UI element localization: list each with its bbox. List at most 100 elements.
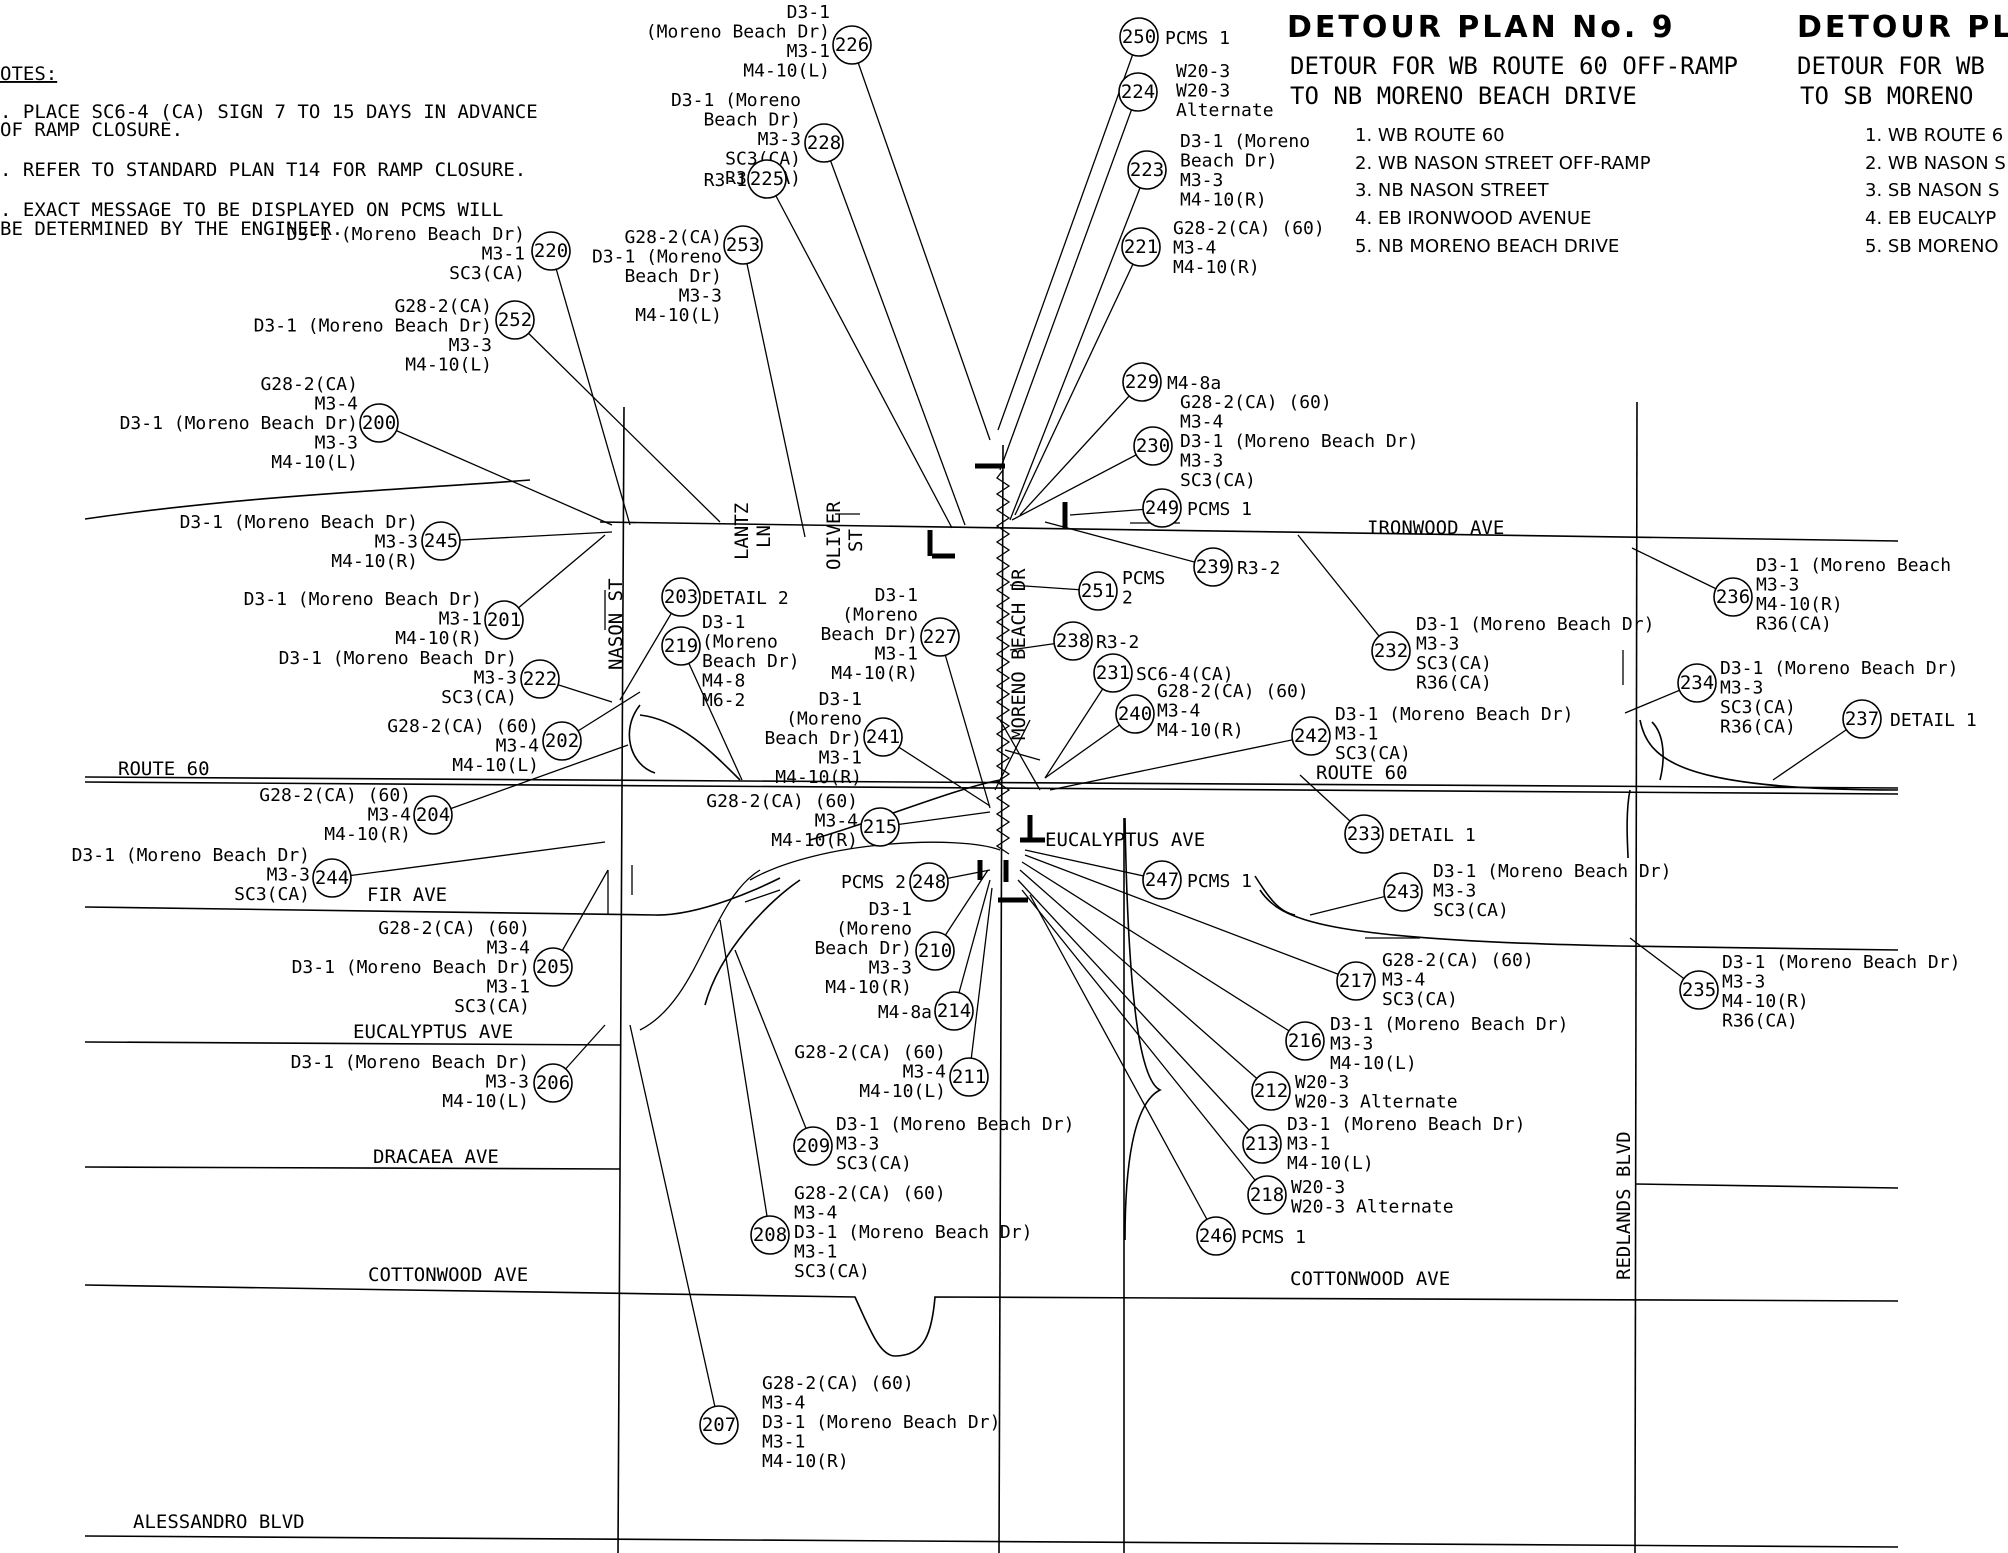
road-segment xyxy=(84,479,531,520)
sign-code: M3-1 xyxy=(875,644,918,665)
leader-line xyxy=(939,636,991,809)
sign-code: D3-1 (Moreno Beach Dr) xyxy=(279,648,517,669)
sign-code: D3-1 (Moreno Beach Dr) xyxy=(254,316,492,337)
callout-number: 248 xyxy=(912,871,946,893)
callout-bubble xyxy=(920,617,960,657)
callout-number: 251 xyxy=(1081,580,1115,602)
sign-code: M4-10(R) xyxy=(771,830,858,851)
callout-bubble xyxy=(661,626,701,666)
callout-number: 236 xyxy=(1716,586,1750,608)
sign-code: M3-3 xyxy=(474,668,517,689)
street-label-ironwood: IRONWOOD AVE xyxy=(1367,517,1504,539)
sign-code: W20-3 xyxy=(1295,1072,1349,1093)
sign-code: M3-3 xyxy=(267,865,310,886)
sign-code: D3-1 (Moreno Beach Dr) xyxy=(1433,861,1671,882)
sign-code: M3-3 xyxy=(1720,678,1763,699)
road-ramp xyxy=(1626,789,1631,859)
callout-number: 216 xyxy=(1288,1030,1322,1052)
sign-code: D3-1 xyxy=(869,899,912,920)
sign-code: M3-4 xyxy=(903,1062,946,1083)
sign-code: M3-4 xyxy=(815,811,858,832)
callout-number: 211 xyxy=(952,1066,986,1088)
sign-code: SC3(CA) xyxy=(1382,989,1458,1010)
callout-bubble xyxy=(1196,1216,1236,1256)
sign-code: SC6-4(CA) xyxy=(1136,664,1234,685)
sign-code: M4-10(R) xyxy=(831,663,918,684)
callout-number: 209 xyxy=(796,1135,830,1157)
street-label-cottonwood-west: COTTONWOOD AVE xyxy=(368,1264,528,1286)
road-redlands xyxy=(1634,401,1638,1553)
sign-code: SC3(CA) xyxy=(725,149,801,170)
sign-code: (Moreno xyxy=(702,632,778,653)
callout-bubble xyxy=(1142,860,1182,900)
callout-bubble xyxy=(1251,1071,1291,1111)
plan-9-subtitle-2: TO NB MORENO BEACH DRIVE xyxy=(1290,82,1637,110)
sign-code: G28-2(CA) (60) xyxy=(259,785,411,806)
callout-bubble xyxy=(1713,577,1753,617)
plan-9-step: 1. WB ROUTE 60 xyxy=(1355,125,1505,146)
callout-number: 219 xyxy=(664,635,698,657)
sign-code: M3-3 xyxy=(836,1134,879,1155)
callout-number: 245 xyxy=(424,530,458,552)
road-route60-south-edge xyxy=(84,781,1899,795)
detour-arrow xyxy=(744,889,781,903)
plan-10-step: 4. EB EUCALYP xyxy=(1865,208,1996,229)
sign-code: W20-3 xyxy=(1176,81,1230,102)
leader-line xyxy=(1024,849,1163,881)
callout-number: 233 xyxy=(1347,823,1381,845)
road-nason xyxy=(617,406,625,1553)
sign-code: M4-10(L) xyxy=(442,1091,529,1112)
callout-bubble xyxy=(1285,1021,1325,1061)
sign-code: M4-10(R) xyxy=(762,1451,849,1472)
sign-code: M3-1 xyxy=(482,244,525,265)
sign-code: (Moreno Beach Dr) xyxy=(646,22,830,43)
sign-code: M3-1 xyxy=(1287,1134,1330,1155)
leader-line xyxy=(999,91,1139,471)
plan-9-step: 5. NB MORENO BEACH DRIVE xyxy=(1355,236,1619,257)
callout-number: 247 xyxy=(1145,869,1179,891)
sign-code: M4-10(R) xyxy=(331,551,418,572)
sign-code: M3-3 xyxy=(1756,575,1799,596)
callout-number: 221 xyxy=(1124,236,1158,258)
callout-bubble xyxy=(1133,426,1173,466)
callout-number: 223 xyxy=(1130,159,1164,181)
sign-code: SC3(CA) xyxy=(1416,653,1492,674)
callout-number: 215 xyxy=(863,816,897,838)
road-redlands-east-stub xyxy=(1634,1183,1899,1189)
callout-number: 241 xyxy=(866,726,900,748)
sign-code: M4-8a xyxy=(878,1002,932,1023)
street-label-oliver-suffix: ST xyxy=(845,529,867,552)
sign-code: Beach Dr) xyxy=(702,651,800,672)
callout-bubble xyxy=(542,721,582,761)
note-line: BE DETERMINED BY THE ENGINEER. xyxy=(0,218,343,240)
leader-line xyxy=(1014,246,1142,516)
leader-line xyxy=(742,244,806,538)
plan-10-title: DETOUR PLA xyxy=(1797,10,2008,45)
callout-bubble xyxy=(747,159,787,199)
sign-code: M4-10(R) xyxy=(1157,720,1244,741)
sign-code: PCMS 1 xyxy=(1165,28,1230,49)
sign-code: M3-4 xyxy=(368,805,411,826)
sign-code: DETAIL 2 xyxy=(702,588,789,609)
sign-code: D3-1 (Moreno Beach Dr) xyxy=(1722,952,1960,973)
leader-line xyxy=(997,36,1140,431)
sign-code: M3-4 xyxy=(487,938,530,959)
sign-code: G28-2(CA) (60) xyxy=(378,918,530,939)
sign-code: M3-3 xyxy=(758,129,801,150)
plan-9-title: DETOUR PLAN No. 9 xyxy=(1287,10,1676,45)
callout-number: 229 xyxy=(1125,371,1159,393)
callout-bubble xyxy=(804,123,844,163)
